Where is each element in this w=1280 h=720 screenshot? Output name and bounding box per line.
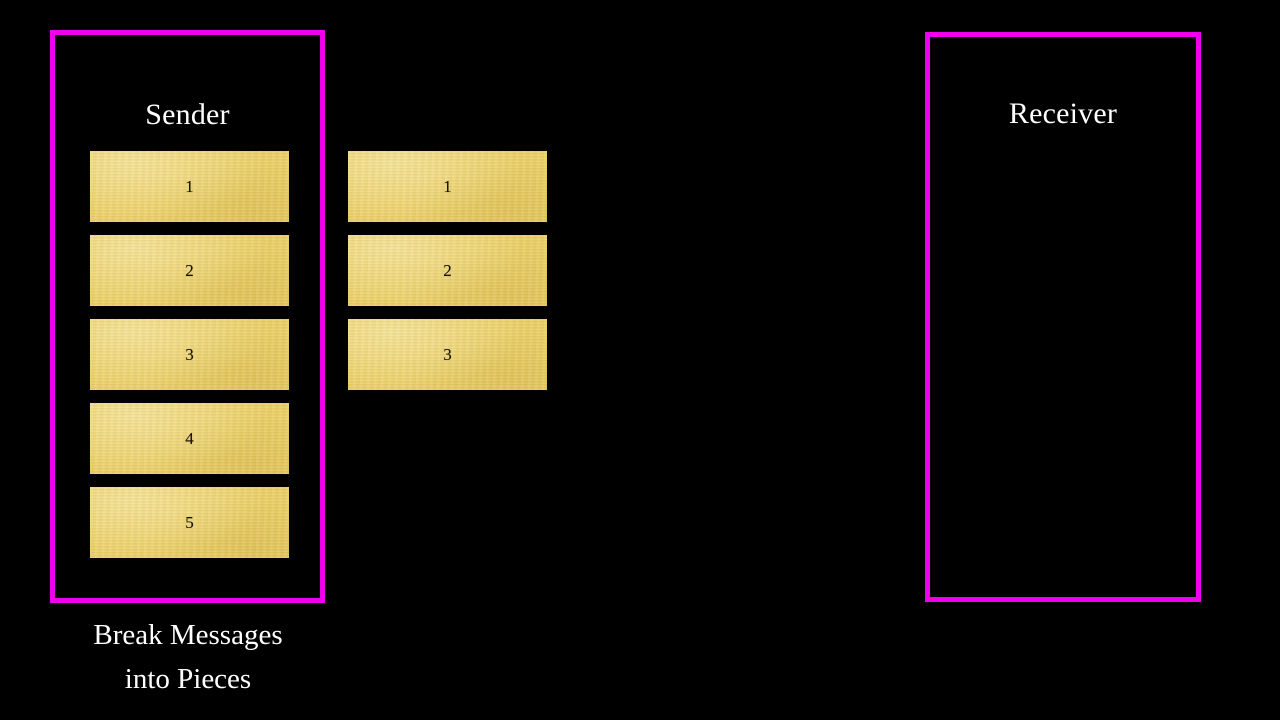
packet-block[interactable]: 2: [90, 235, 289, 306]
packet-label: 3: [443, 345, 452, 364]
packet-label: 1: [185, 177, 194, 196]
packet-label: 3: [185, 345, 194, 364]
sender-packet-stack: 1 2 3 4 5: [90, 151, 289, 558]
receiver-title: Receiver: [1008, 97, 1118, 130]
packet-label: 2: [443, 261, 452, 280]
sender-title: Sender: [145, 98, 230, 131]
packet-label: 4: [185, 429, 194, 448]
packet-block[interactable]: 4: [90, 403, 289, 474]
packet-label: 5: [185, 513, 194, 532]
packet-label: 1: [443, 177, 452, 196]
packet-block[interactable]: 1: [90, 151, 289, 222]
caption: Break Messages into Pieces: [42, 613, 334, 701]
caption-line-1: Break Messages: [93, 619, 283, 651]
packet-block[interactable]: 1: [348, 151, 547, 222]
packet-label: 2: [185, 261, 194, 280]
caption-line-2: into Pieces: [124, 663, 252, 695]
packet-block[interactable]: 3: [348, 319, 547, 390]
receiver-panel: Receiver: [925, 32, 1201, 602]
transit-packet-stack: 1 2 3: [348, 151, 547, 390]
packet-block[interactable]: 3: [90, 319, 289, 390]
packet-block[interactable]: 2: [348, 235, 547, 306]
packet-block[interactable]: 5: [90, 487, 289, 558]
